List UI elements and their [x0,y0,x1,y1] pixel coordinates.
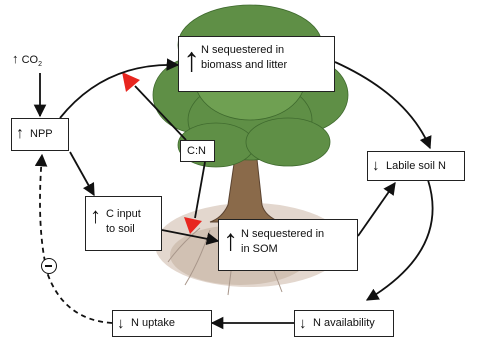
up-arrow-icon: ↑ [12,51,19,66]
n-som-line2: in SOM [241,243,278,255]
n-biomass-line2: biomass and litter [201,59,288,71]
cn-som-triangle [184,217,202,234]
down-arrow-icon: ↓ [372,157,380,174]
n-uptake-label: N uptake [131,317,176,329]
n-availability-box: ↓ N availability [294,310,394,337]
co2-label: CO [21,54,39,66]
cn-biomass-triangle [122,72,140,92]
n-availability-label: N availability [313,317,375,329]
npp-label: NPP [30,128,53,140]
n-biomass-box: ↑ N sequestered in biomass and litter [178,36,335,92]
down-arrow-icon: ↓ [299,315,307,332]
up-arrow-icon: ↑ [183,41,200,79]
co2-subscript: 2 [38,61,42,69]
n-som-box: ↑ N sequestered in in SOM [218,219,358,271]
n-biomass-line1: N sequestered in [201,44,285,56]
labile-n-label: Labile soil N [386,160,446,172]
n-uptake-box: ↓ N uptake [112,310,212,337]
npp-box: ↑ NPP [11,118,69,151]
labile-n-box: ↓ Labile soil N [367,151,465,181]
cn-box: C:N [180,140,215,162]
negative-feedback-icon [41,258,57,274]
cn-label: C:N [187,145,206,157]
co2-node: ↑ CO2 [12,52,42,68]
c-input-line1: C input [106,208,141,220]
up-arrow-icon: ↑ [90,203,101,228]
up-arrow-icon: ↑ [16,125,24,142]
c-input-box: ↑ C input to soil [85,196,162,251]
c-input-line2: to soil [106,223,135,235]
up-arrow-icon: ↑ [223,224,238,257]
down-arrow-icon: ↓ [117,315,125,332]
n-som-line1: N sequestered in [241,228,325,240]
